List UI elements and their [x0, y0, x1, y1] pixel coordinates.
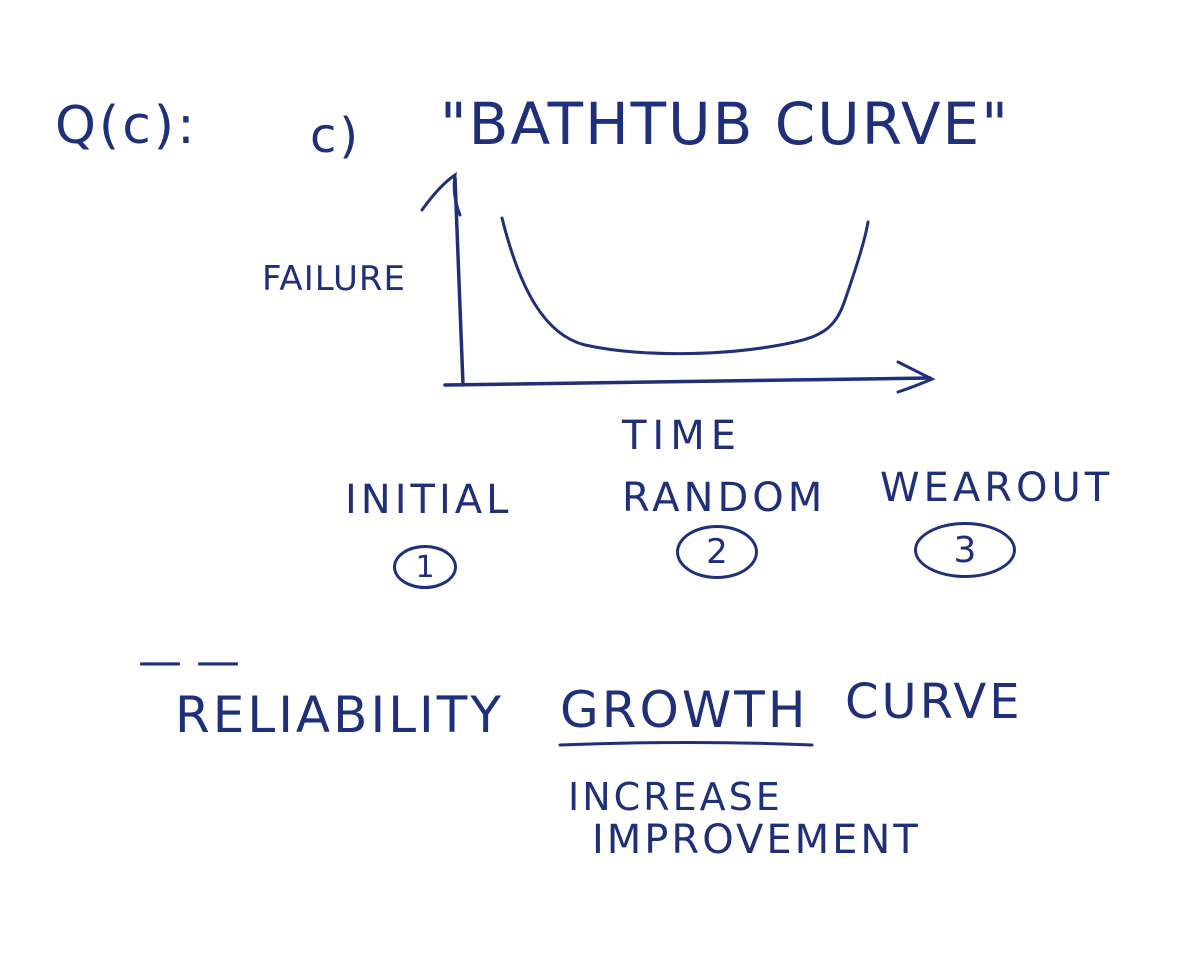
growth-note-improvement: IMPROVEMENT — [592, 817, 921, 863]
phase-label-random: RANDOM — [622, 475, 827, 521]
growth-title-growth: GROWTH — [560, 681, 809, 739]
x-axis-label: TIME — [622, 413, 743, 459]
phase-number-3-text: 3 — [953, 529, 977, 571]
y-axis — [453, 176, 465, 387]
growth-title-reliability: RELIABILITY — [175, 686, 504, 744]
y-axis-arrowhead — [420, 171, 462, 217]
phase-number-1: 1 — [393, 545, 457, 589]
diagram-title: "BATHTUB CURVE" — [440, 90, 1010, 158]
growth-note-increase: INCREASE — [568, 775, 783, 819]
phase-number-2: 2 — [676, 525, 758, 579]
bathtub-curve — [500, 216, 870, 356]
phase-label-initial: INITIAL — [345, 477, 513, 523]
part-label: c) — [310, 108, 362, 164]
phase-number-3: 3 — [914, 522, 1016, 578]
phase-number-2-text: 2 — [706, 532, 728, 572]
y-axis-label: FAILURE — [262, 259, 406, 299]
phase-label-wearout: WEAROUT — [880, 465, 1114, 511]
x-axis — [443, 376, 932, 387]
question-label: Q(c): — [55, 96, 198, 156]
growth-dash: — — — [138, 636, 240, 687]
growth-title-curve: CURVE — [845, 674, 1023, 730]
growth-underline — [558, 741, 814, 747]
x-axis-arrowhead — [896, 360, 936, 394]
phase-number-1-text: 1 — [415, 549, 435, 585]
